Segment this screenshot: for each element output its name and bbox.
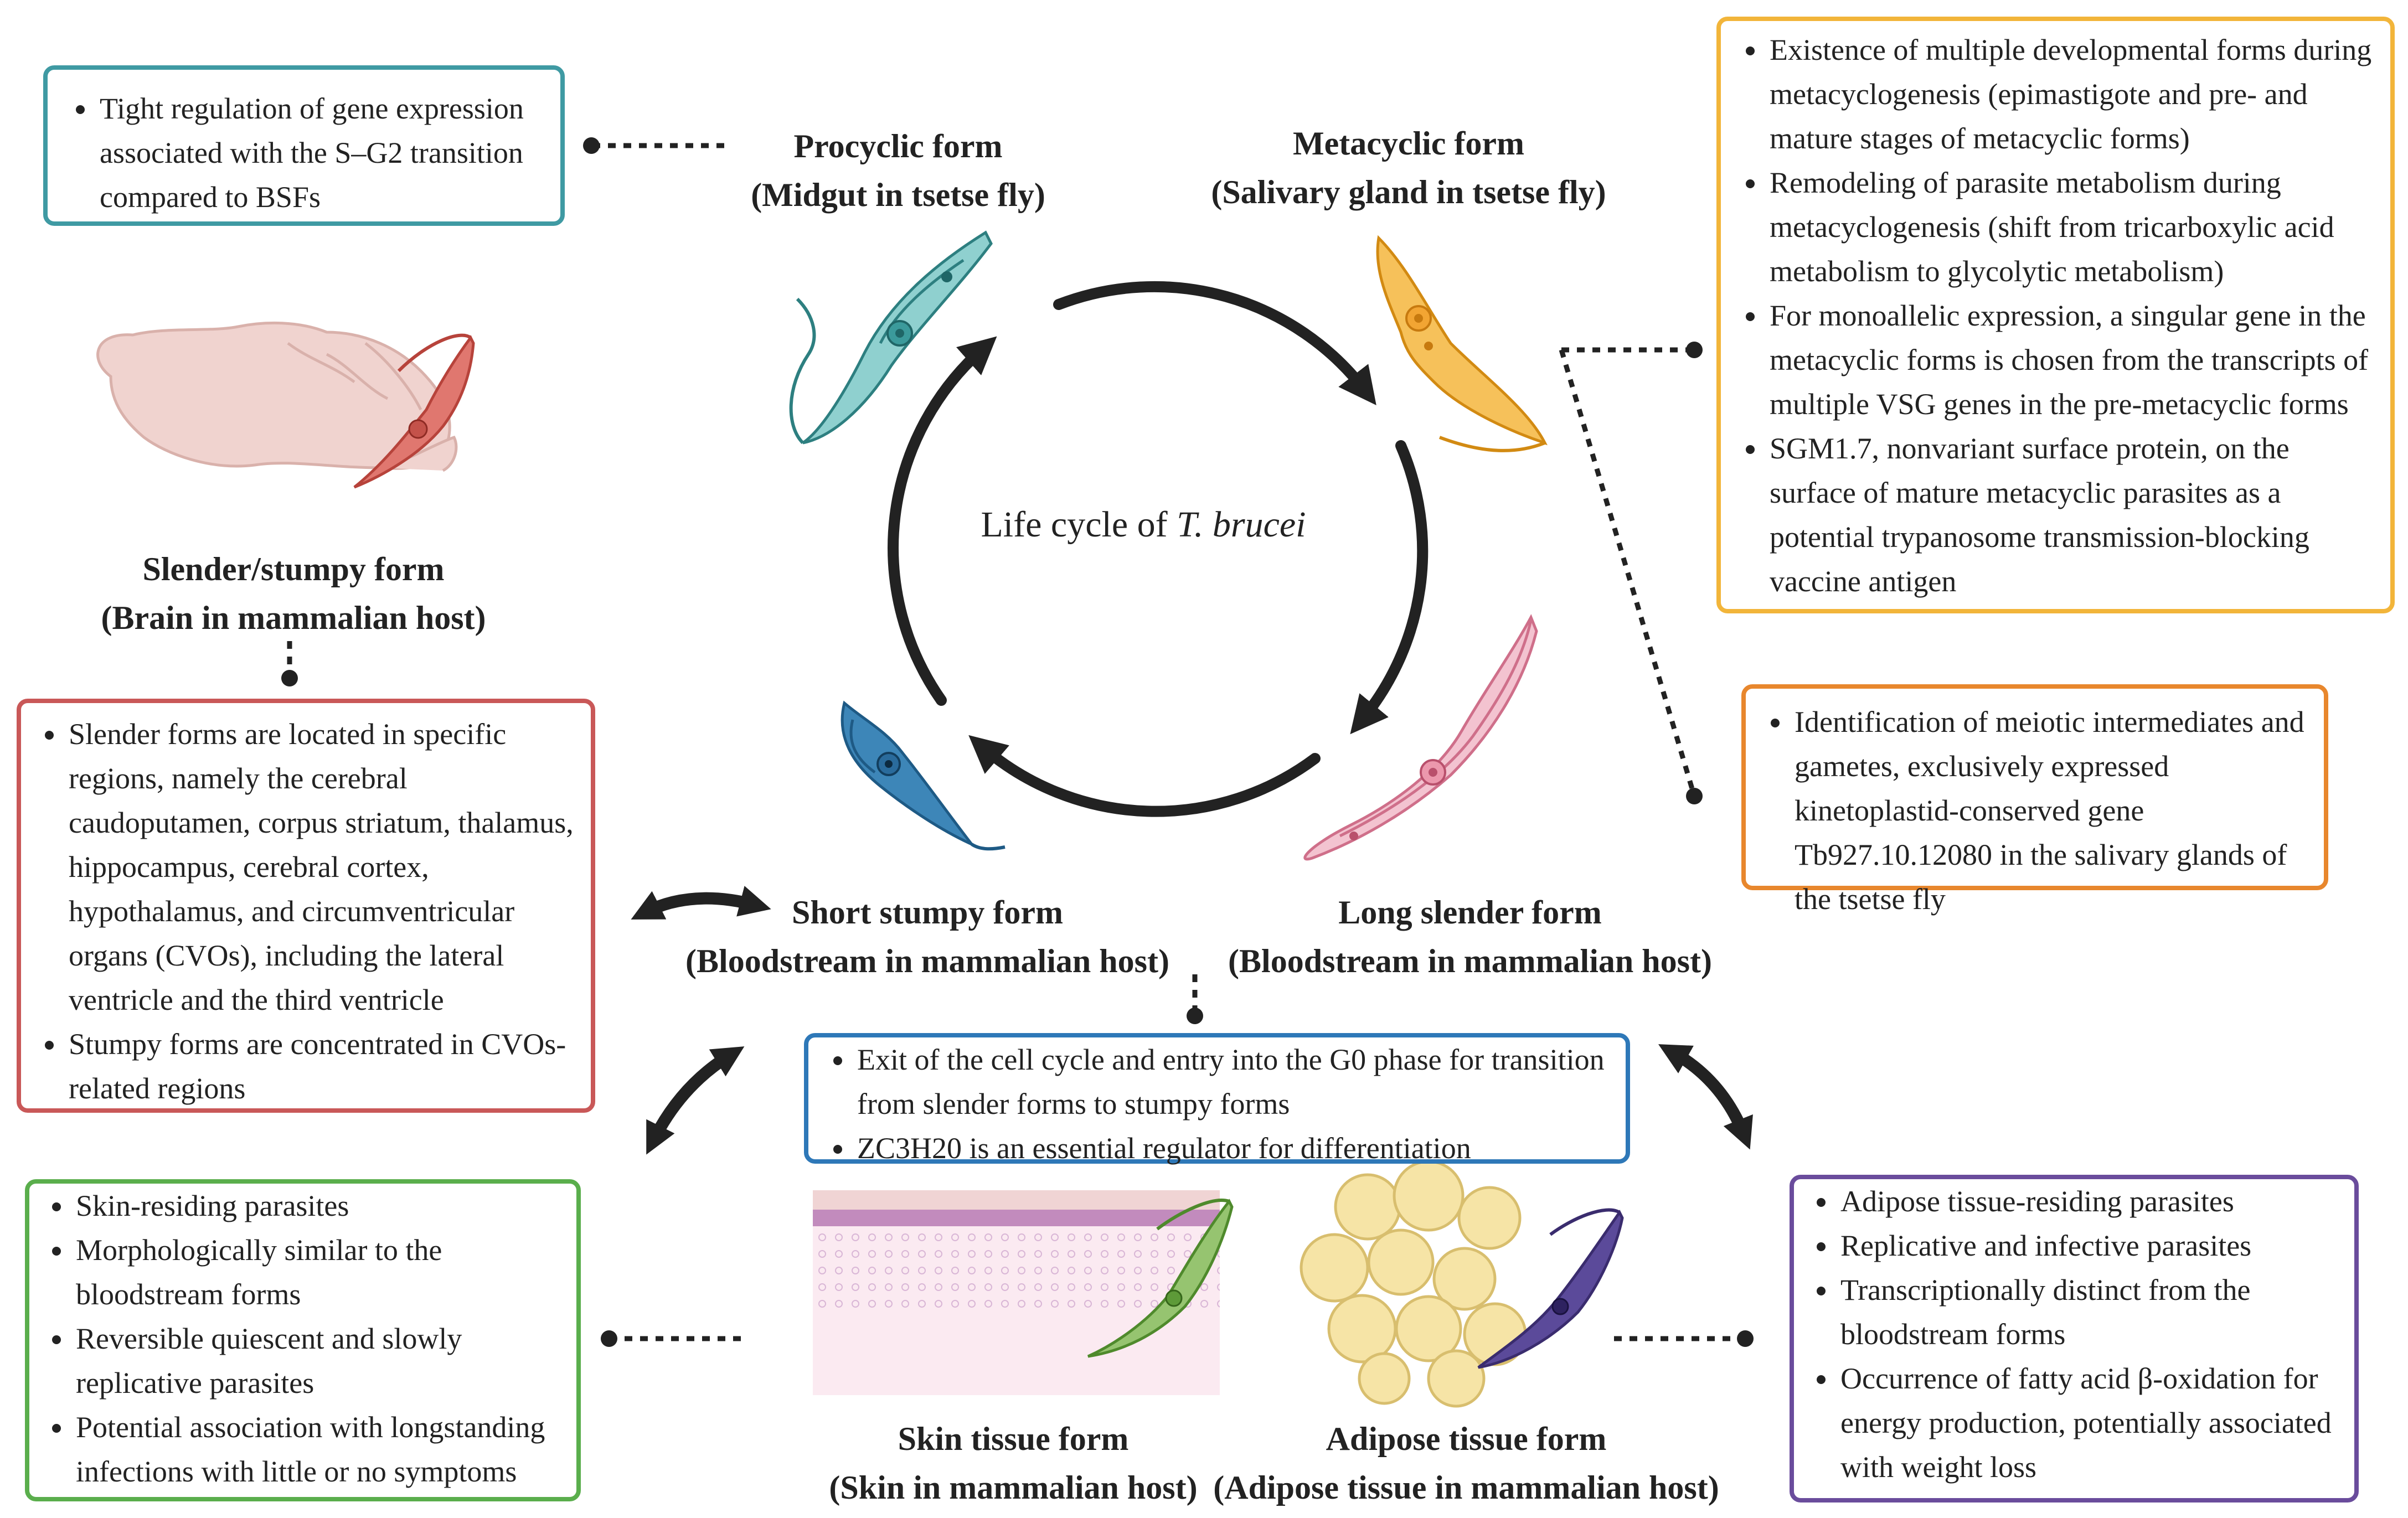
brain-info-item: Slender forms are located in specific re… <box>66 712 586 1022</box>
metacyclic-info-item: For monoallelic expression, a singular g… <box>1767 293 2377 426</box>
adipose-info-box: Adipose tissue-residing parasites Replic… <box>1790 1175 2359 1502</box>
skin-bloodstream-double-arrow <box>646 1046 745 1155</box>
metacyclic-form-label: Metacyclic form (Salivary gland in tsets… <box>1211 119 1606 216</box>
skin-info-list: Skin-residing parasites Morphologically … <box>40 1184 565 1494</box>
adipose-form-name: Adipose tissue form <box>1326 1421 1607 1457</box>
adipose-form-location: (Adipose tissue in mammalian host) <box>1213 1469 1719 1506</box>
skin-info-box: Skin-residing parasites Morphologically … <box>25 1179 581 1501</box>
skin-info-item: Potential association with longstanding … <box>74 1405 565 1494</box>
long-slender-parasite-icon <box>1303 614 1538 861</box>
meiosis-info-list: Identification of meiotic intermediates … <box>1759 700 2313 921</box>
brain-info-box: Slender forms are located in specific re… <box>17 699 595 1113</box>
cycle-arrow-procyclic-to-metacyclic <box>1053 281 1376 405</box>
adipose-info-item: Replicative and infective parasites <box>1838 1223 2343 1268</box>
metacyclic-info-item: Existence of multiple developmental form… <box>1767 28 2377 161</box>
skin-tissue-icon <box>813 1190 1220 1395</box>
skin-parasite-icon <box>1087 1199 1234 1358</box>
metacyclic-info-list: Existence of multiple developmental form… <box>1734 28 2377 603</box>
adipose-info-item: Adipose tissue-residing parasites <box>1838 1179 2343 1223</box>
brain-bloodstream-double-arrow <box>631 886 771 920</box>
long-slender-form-label: Long slender form (Bloodstream in mammal… <box>1228 888 1712 985</box>
long-slender-form-location: (Bloodstream in mammalian host) <box>1228 943 1712 979</box>
procyclic-parasite-icon <box>789 230 993 445</box>
bloodstream-info-box: Exit of the cell cycle and entry into th… <box>804 1033 1630 1165</box>
skin-info-item: Morphologically similar to the bloodstre… <box>74 1228 565 1316</box>
brain-parasite-icon <box>353 333 475 489</box>
meiosis-info-item: Identification of meiotic intermediates … <box>1792 700 2313 921</box>
skin-form-label: Skin tissue form (Skin in mammalian host… <box>829 1414 1197 1512</box>
skin-form-name: Skin tissue form <box>898 1421 1129 1457</box>
adipose-tissue-icon <box>1300 1160 1527 1408</box>
metacyclic-info-item: SGM1.7, nonvariant surface protein, on t… <box>1767 426 2377 603</box>
short-stumpy-form-location: (Bloodstream in mammalian host) <box>685 943 1169 979</box>
procyclic-form-location: (Midgut in tsetse fly) <box>751 177 1045 213</box>
connector-meiosis <box>1559 349 1697 797</box>
bloodstream-info-list: Exit of the cell cycle and entry into th… <box>822 1037 1615 1170</box>
life-cycle-title-species: T. brucei <box>1177 504 1306 545</box>
metacyclic-parasite-icon <box>1376 235 1548 452</box>
brain-info-item: Stumpy forms are concentrated in CVOs-re… <box>66 1022 586 1111</box>
skin-info-item: Reversible quiescent and slowly replicat… <box>74 1316 565 1405</box>
procyclic-info-box: Tight regulation of gene expression asso… <box>43 65 565 226</box>
brain-form-name: Slender/stumpy form <box>142 551 445 587</box>
cycle-arrow-slender-to-stumpy <box>968 735 1321 817</box>
long-slender-form-name: Long slender form <box>1338 894 1602 931</box>
cycle-arrow-stumpy-to-procyclic <box>888 336 997 706</box>
dotted-connectors <box>287 143 1744 1341</box>
skin-form-location: (Skin in mammalian host) <box>829 1469 1198 1506</box>
adipose-info-item: Occurrence of fatty acid β-oxidation for… <box>1838 1356 2343 1489</box>
short-stumpy-form-name: Short stumpy form <box>792 894 1063 931</box>
short-stumpy-form-label: Short stumpy form (Bloodstream in mammal… <box>685 888 1169 985</box>
adipose-form-label: Adipose tissue form (Adipose tissue in m… <box>1213 1414 1719 1512</box>
procyclic-form-name: Procyclic form <box>793 128 1003 164</box>
connector-dots <box>281 137 1754 1347</box>
adipose-info-list: Adipose tissue-residing parasites Replic… <box>1805 1179 2343 1489</box>
metacyclic-info-box: Existence of multiple developmental form… <box>1716 17 2395 613</box>
metacyclic-form-name: Metacyclic form <box>1292 125 1525 162</box>
adipose-info-item: Transcriptionally distinct from the bloo… <box>1838 1268 2343 1356</box>
procyclic-info-list: Tight regulation of gene expression asso… <box>64 86 544 219</box>
double-arrows <box>631 886 1753 1155</box>
procyclic-info-item: Tight regulation of gene expression asso… <box>97 86 544 219</box>
brain-form-label: Slender/stumpy form (Brain in mammalian … <box>101 545 486 642</box>
life-cycle-title: Life cycle of T. brucei <box>981 504 1306 546</box>
meiosis-info-box: Identification of meiotic intermediates … <box>1741 684 2328 916</box>
metacyclic-form-location: (Salivary gland in tsetse fly) <box>1211 174 1606 210</box>
short-stumpy-parasite-icon <box>841 700 1006 851</box>
bloodstream-info-item: Exit of the cell cycle and entry into th… <box>855 1037 1615 1126</box>
brain-form-location: (Brain in mammalian host) <box>101 600 486 636</box>
cycle-arrow-metacyclic-to-slender <box>1350 440 1429 735</box>
procyclic-form-label: Procyclic form (Midgut in tsetse fly) <box>751 122 1045 219</box>
metacyclic-info-item: Remodeling of parasite metabolism during… <box>1767 161 2377 293</box>
skin-info-item: Skin-residing parasites <box>74 1184 565 1228</box>
adipose-parasite-icon <box>1477 1208 1624 1369</box>
brain-info-list: Slender forms are located in specific re… <box>33 712 586 1111</box>
life-cycle-title-prefix: Life cycle of <box>981 504 1177 545</box>
adipose-bloodstream-double-arrow <box>1658 1044 1753 1150</box>
bloodstream-info-item: ZC3H20 is an essential regulator for dif… <box>855 1126 1615 1170</box>
life-cycle-arrows <box>888 281 1429 817</box>
